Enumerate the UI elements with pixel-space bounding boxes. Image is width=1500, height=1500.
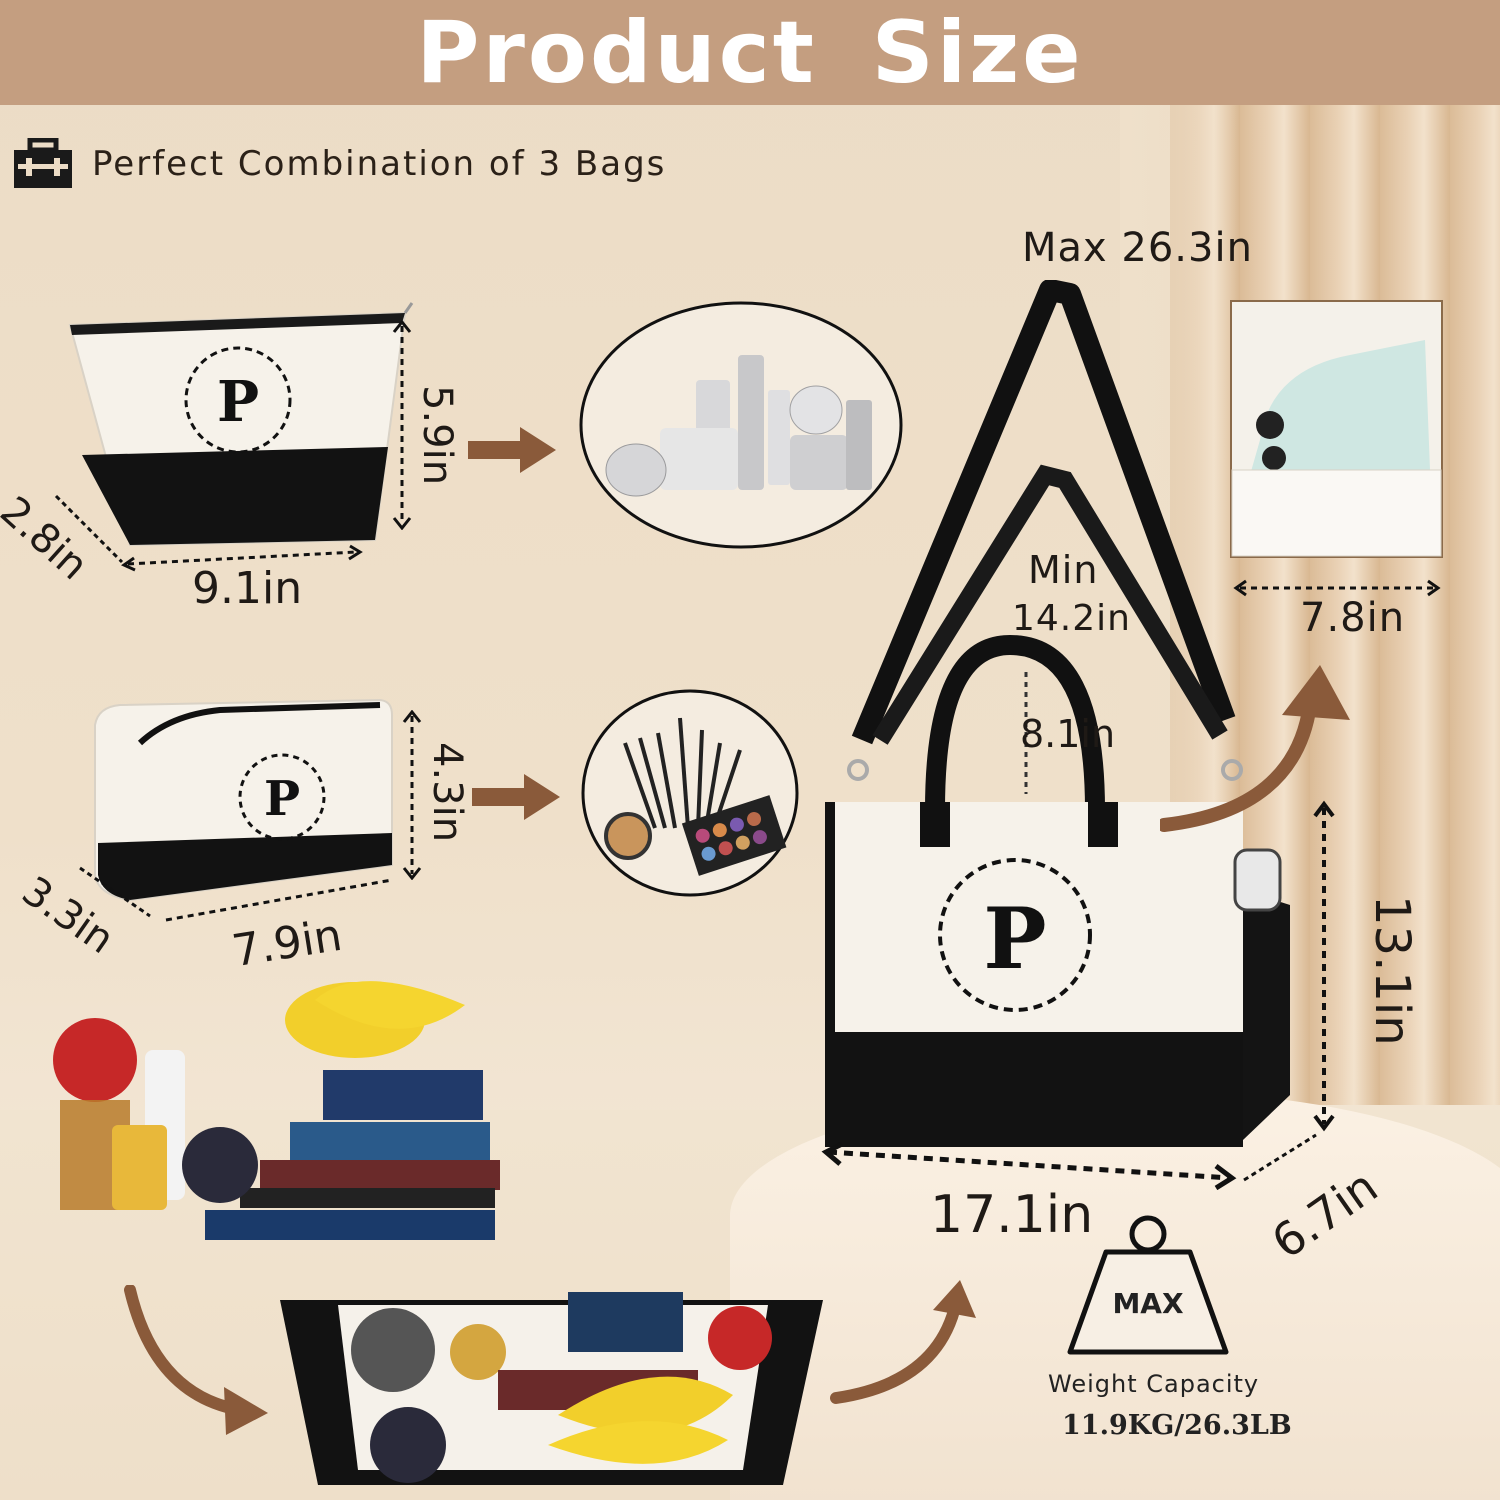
box-pouch-monogram: P [264, 771, 300, 827]
subtitle: Perfect Combination of 3 Bags [12, 138, 666, 190]
weight-badge: MAX [1112, 1287, 1184, 1320]
arrow-right-icon [468, 427, 556, 473]
pocket-inset [1230, 300, 1443, 558]
strap-min-label: Min [1028, 548, 1099, 592]
curved-arrow-icon [1160, 665, 1350, 832]
tote-bag: P [825, 280, 1290, 1147]
tote-height: 13.1in [1364, 895, 1420, 1046]
box-pouch-height: 4.3in [424, 742, 470, 843]
brushes-oval [581, 689, 799, 897]
briefcase-icon [14, 138, 72, 188]
small-pouch-monogram: P [217, 369, 259, 435]
pocket-width: 7.8in [1300, 595, 1406, 641]
title-banner: Product Size [0, 0, 1500, 105]
weight-capacity-label: Weight Capacity [1048, 1370, 1260, 1398]
small-pouch-height: 5.9in [414, 385, 460, 486]
strap-max-length: Max 26.3in [1022, 225, 1253, 271]
weight-icon: MAX [1067, 1215, 1229, 1355]
cosmetics-oval [579, 301, 903, 549]
curved-arrow-icon [830, 1280, 976, 1404]
banner-title: Product Size [416, 2, 1084, 103]
box-pouch: P [94, 698, 393, 902]
subtitle-text: Perfect Combination of 3 Bags [92, 144, 667, 184]
curved-arrow-icon [124, 1285, 268, 1435]
handle-drop: 8.1in [1020, 712, 1116, 756]
small-pouch-width: 9.1in [192, 563, 303, 614]
tote-monogram: P [983, 889, 1046, 988]
arrow-right-icon [472, 774, 560, 820]
weight-capacity-value: 11.9KG/26.3LB [1062, 1410, 1292, 1441]
small-pouch: P [68, 302, 414, 547]
tote-width: 17.1in [930, 1185, 1094, 1245]
open-tote [280, 1292, 823, 1485]
items-pile [53, 981, 500, 1240]
strap-min-length: 14.2in [1012, 598, 1131, 639]
